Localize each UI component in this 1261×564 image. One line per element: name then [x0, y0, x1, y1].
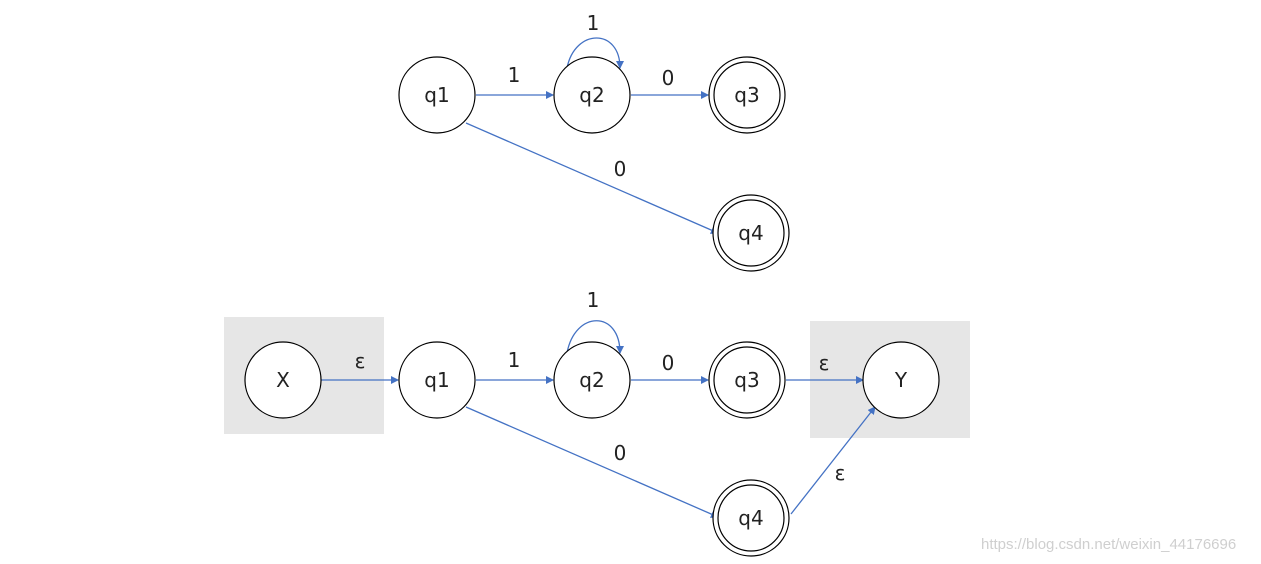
- bottom-state-q1: q1: [398, 341, 476, 419]
- top-state-q1-label: q1: [424, 83, 449, 107]
- top-state-q4-label: q4: [738, 221, 763, 245]
- bottom-state-q4-accepting: q4: [712, 479, 790, 557]
- bottom-state-q2-label: q2: [579, 368, 604, 392]
- top-state-q2-label: q2: [579, 83, 604, 107]
- bottom-edge-label-q2-loop: 1: [587, 288, 600, 312]
- bottom-state-q3-label: q3: [734, 368, 759, 392]
- bottom-state-q3-accepting: q3: [708, 341, 786, 419]
- top-edge-label-q1-q2: 1: [508, 63, 521, 87]
- top-edge-label-q2-loop: 1: [587, 11, 600, 35]
- bottom-state-q4-label: q4: [738, 506, 763, 530]
- bottom-state-q2: q2: [553, 341, 631, 419]
- top-state-q4-accepting: q4: [712, 194, 790, 272]
- bottom-edge-label-q1-q2: 1: [508, 348, 521, 372]
- bottom-nfa: ε 1 1 0 0 ε ε X q1 q2 q3 q4: [224, 288, 970, 557]
- bottom-state-x: X: [244, 341, 322, 419]
- top-state-q1: q1: [398, 56, 476, 134]
- top-edge-label-q2-q3: 0: [662, 66, 675, 90]
- watermark-url: https://blog.csdn.net/weixin_44176696: [981, 536, 1237, 553]
- top-edge-label-q1-q4: 0: [614, 157, 627, 181]
- bottom-edge-q1-q4: [465, 406, 719, 518]
- top-state-q2: q2: [553, 56, 631, 134]
- bottom-edge-label-x-q1: ε: [355, 349, 366, 373]
- bottom-edge-label-q2-q3: 0: [662, 351, 675, 375]
- top-edge-q2-loop: [566, 37, 624, 69]
- bottom-state-x-label: X: [276, 368, 290, 392]
- bottom-edge-q4-y: [790, 406, 876, 515]
- top-nfa: 1 1 0 0 q1 q2 q3 q4: [398, 11, 790, 272]
- top-edge-q1-q4: [465, 122, 719, 234]
- bottom-edge-q2-loop: [566, 320, 624, 354]
- top-state-q3-label: q3: [734, 83, 759, 107]
- bottom-state-y-label: Y: [894, 368, 908, 392]
- top-state-q3-accepting: q3: [708, 56, 786, 134]
- bottom-state-y: Y: [862, 341, 940, 419]
- bottom-edge-label-q4-y: ε: [835, 461, 846, 485]
- bottom-edge-label-q3-y: ε: [819, 351, 830, 375]
- bottom-edge-label-q1-q4: 0: [614, 441, 627, 465]
- bottom-state-q1-label: q1: [424, 368, 449, 392]
